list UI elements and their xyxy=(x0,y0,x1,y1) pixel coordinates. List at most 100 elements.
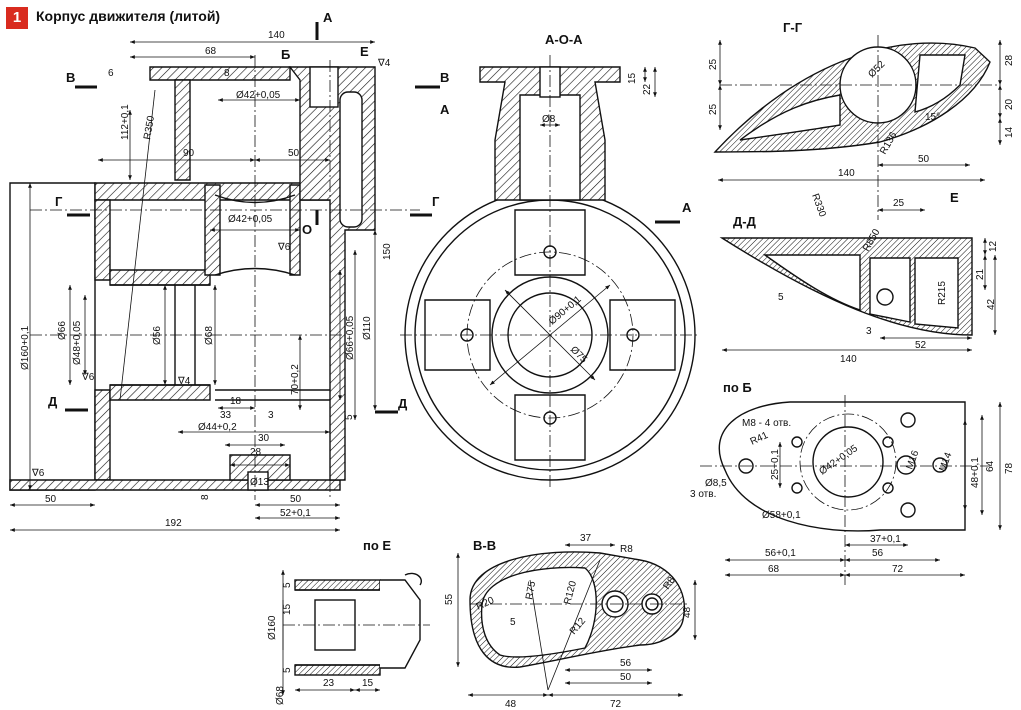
svg-text:Б: Б xyxy=(281,47,290,62)
svg-text:50: 50 xyxy=(290,494,302,505)
svg-text:12: 12 xyxy=(988,240,999,252)
svg-text:22: 22 xyxy=(642,83,653,95)
svg-text:M8 - 4 отв.: M8 - 4 отв. xyxy=(742,418,791,429)
svg-text:56: 56 xyxy=(872,548,884,559)
cutting-plane-marks xyxy=(65,22,680,414)
svg-text:6: 6 xyxy=(108,68,114,79)
svg-text:28: 28 xyxy=(250,447,262,458)
svg-text:42: 42 xyxy=(986,298,997,310)
svg-text:52: 52 xyxy=(915,340,927,351)
svg-text:15: 15 xyxy=(282,603,293,615)
main-view-dimension-labels: 140 68 6 8 ∇4 Ø42+0,05 112+0,1 R350 90 5… xyxy=(20,30,393,529)
svg-text:78: 78 xyxy=(1004,462,1015,474)
svg-text:А: А xyxy=(682,200,692,215)
svg-text:Ø42+0,05: Ø42+0,05 xyxy=(228,214,273,225)
svg-text:Ø66: Ø66 xyxy=(57,321,68,340)
svg-text:70+0,2: 70+0,2 xyxy=(290,364,301,395)
svg-text:Ø66+0,05: Ø66+0,05 xyxy=(345,315,356,360)
svg-text:50: 50 xyxy=(918,154,930,165)
po-b-dimension-lines xyxy=(700,395,1002,585)
svg-text:21: 21 xyxy=(975,268,986,280)
section-dd-view xyxy=(719,237,973,336)
svg-text:Ø42+0,05: Ø42+0,05 xyxy=(236,90,281,101)
svg-text:5: 5 xyxy=(282,582,293,588)
dd-dimension-lines xyxy=(722,238,997,352)
svg-text:В: В xyxy=(66,70,75,85)
svg-text:Ø44+0,2: Ø44+0,2 xyxy=(198,422,237,433)
svg-text:О: О xyxy=(302,222,312,237)
svg-text:Е: Е xyxy=(950,190,959,205)
section-gg-view xyxy=(713,42,991,153)
svg-text:140: 140 xyxy=(838,168,855,179)
svg-text:50: 50 xyxy=(45,494,57,505)
svg-text:В: В xyxy=(440,70,449,85)
svg-text:68: 68 xyxy=(205,46,217,57)
svg-text:15: 15 xyxy=(362,678,374,689)
svg-text:90: 90 xyxy=(183,148,195,159)
svg-text:5: 5 xyxy=(344,414,355,420)
svg-text:5: 5 xyxy=(510,617,516,628)
svg-text:64: 64 xyxy=(985,460,996,472)
svg-text:25+0,1: 25+0,1 xyxy=(770,449,781,480)
svg-text:Ø110: Ø110 xyxy=(362,316,373,340)
svg-text:14: 14 xyxy=(1004,126,1015,138)
svg-text:140: 140 xyxy=(268,30,285,41)
view-po-b xyxy=(718,401,966,532)
svg-text:140: 140 xyxy=(840,354,857,365)
svg-text:72: 72 xyxy=(610,699,622,710)
svg-text:48: 48 xyxy=(682,606,693,618)
main-view-centerlines xyxy=(30,55,420,500)
svg-text:48: 48 xyxy=(505,699,517,710)
figure-number-badge: 1 xyxy=(6,7,28,29)
svg-text:∇6: ∇6 xyxy=(31,468,45,479)
cut-letters: А Б Е В В А Г Г Д Д О А Е xyxy=(48,10,959,411)
svg-text:30: 30 xyxy=(258,433,270,444)
svg-text:5: 5 xyxy=(282,667,293,673)
svg-text:15°: 15° xyxy=(925,112,940,123)
svg-text:Е: Е xyxy=(360,44,369,59)
po-e-dimension-lines xyxy=(281,570,430,695)
svg-text:150: 150 xyxy=(382,243,393,260)
svg-text:R75: R75 xyxy=(524,580,538,600)
svg-text:37+0,1: 37+0,1 xyxy=(870,534,901,545)
title-vv: В-В xyxy=(473,538,496,553)
po-e-dimension-labels: 5 Ø160 15 5 Ø68 23 15 xyxy=(267,582,374,705)
svg-text:R350: R350 xyxy=(142,115,157,141)
title-po-e: по Е xyxy=(363,538,391,553)
svg-text:8: 8 xyxy=(224,68,230,79)
svg-text:Ø56: Ø56 xyxy=(152,326,163,345)
svg-text:А: А xyxy=(323,10,333,25)
svg-text:56: 56 xyxy=(620,658,632,669)
aoa-dimension-lines xyxy=(489,67,657,386)
svg-text:3: 3 xyxy=(268,410,274,421)
svg-text:15: 15 xyxy=(627,72,638,84)
svg-text:56+0,1: 56+0,1 xyxy=(765,548,796,559)
svg-text:112+0,1: 112+0,1 xyxy=(120,104,131,140)
svg-text:Ø58+0,1: Ø58+0,1 xyxy=(762,510,801,521)
svg-text:∇4: ∇4 xyxy=(377,58,391,69)
svg-text:А: А xyxy=(440,102,450,117)
svg-text:28: 28 xyxy=(1004,54,1015,66)
svg-text:25: 25 xyxy=(708,58,719,70)
main-view-dimension-lines xyxy=(10,40,377,532)
svg-text:R8: R8 xyxy=(620,544,633,555)
svg-text:Ø8,5: Ø8,5 xyxy=(705,478,727,489)
svg-text:R330: R330 xyxy=(809,192,828,219)
title-aoa: А-О-А xyxy=(545,32,583,47)
figure-title: Корпус движителя (литой) xyxy=(36,8,221,24)
svg-text:72: 72 xyxy=(892,564,904,575)
svg-text:∇6: ∇6 xyxy=(81,372,95,383)
svg-text:Д: Д xyxy=(48,394,58,409)
svg-text:48+0,1: 48+0,1 xyxy=(970,457,981,488)
svg-text:68: 68 xyxy=(768,564,780,575)
svg-text:3: 3 xyxy=(866,326,872,337)
svg-text:192: 192 xyxy=(165,518,182,529)
svg-text:Г: Г xyxy=(432,194,440,209)
svg-text:55: 55 xyxy=(444,593,455,605)
svg-text:R215: R215 xyxy=(937,281,948,305)
svg-text:Ø68: Ø68 xyxy=(204,326,215,345)
svg-text:20: 20 xyxy=(1004,98,1015,110)
svg-text:25: 25 xyxy=(893,198,905,209)
title-gg: Г-Г xyxy=(783,20,803,35)
